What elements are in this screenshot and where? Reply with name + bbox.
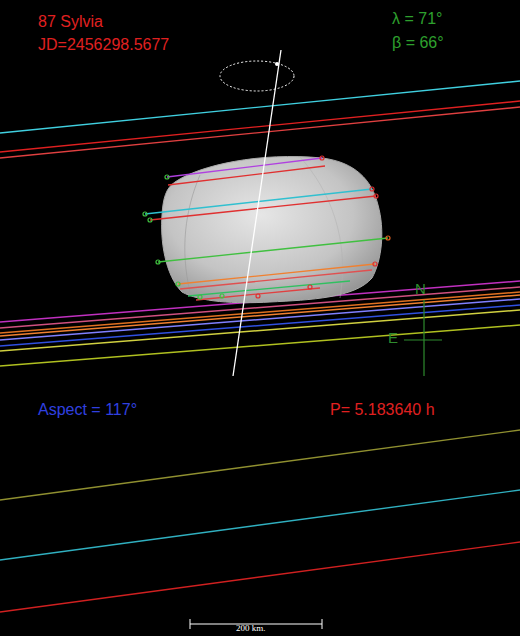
pole-longitude: λ = 71° [392, 10, 442, 28]
chord-endpoints [143, 156, 390, 299]
asteroid-shape [162, 157, 382, 303]
compass-east: E [388, 330, 398, 347]
object-name: 87 Sylvia [38, 13, 103, 31]
asteroid-chords [145, 158, 388, 300]
chord-lines [0, 81, 520, 612]
compass-rose [404, 300, 442, 376]
julian-date: JD=2456298.5677 [38, 36, 169, 54]
rotation-period: P= 5.183640 h [330, 401, 435, 419]
pole-dot [275, 62, 279, 66]
compass-north: N [415, 281, 426, 298]
precession-ellipse [220, 61, 294, 91]
aspect-angle: Aspect = 117° [38, 401, 137, 419]
spin-axis [233, 50, 281, 376]
scale-label: 200 km. [236, 624, 266, 634]
asteroid-facet [185, 175, 200, 292]
pole-latitude: β = 66° [392, 34, 444, 52]
